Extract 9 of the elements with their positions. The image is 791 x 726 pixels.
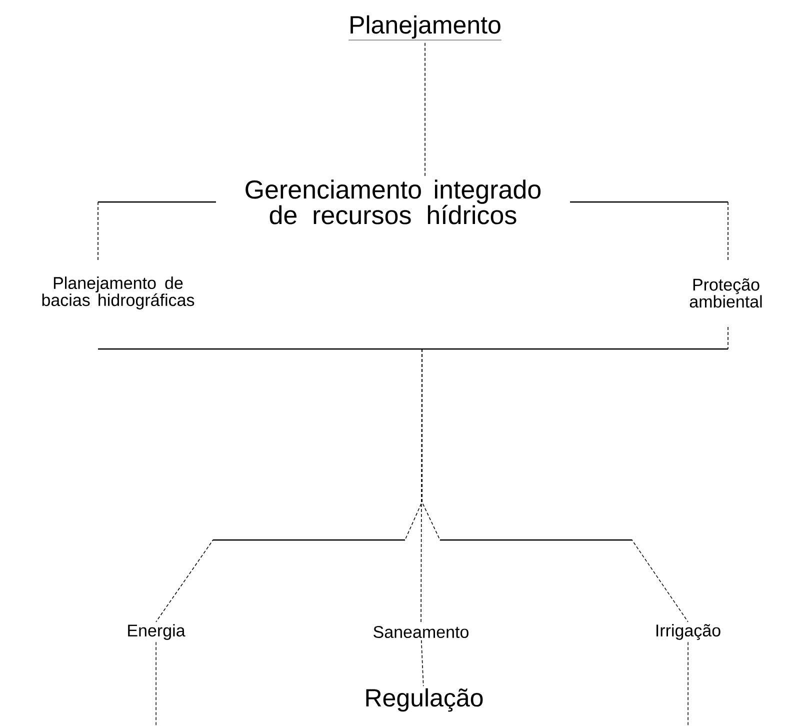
topic-text: Regulação: [366, 688, 483, 712]
branch-text: Saneamento: [374, 626, 468, 638]
connector-line: [420, 640, 424, 686]
branch-text: Energia: [128, 624, 186, 640]
branch-text: Irrigação: [656, 624, 720, 640]
node-label: Gerenciamento integrado de recursos hídricos: [246, 180, 541, 224]
heading-text: Planejamento: [348, 15, 502, 40]
connector-line: [424, 42, 426, 178]
connector-line: [422, 348, 688, 622]
